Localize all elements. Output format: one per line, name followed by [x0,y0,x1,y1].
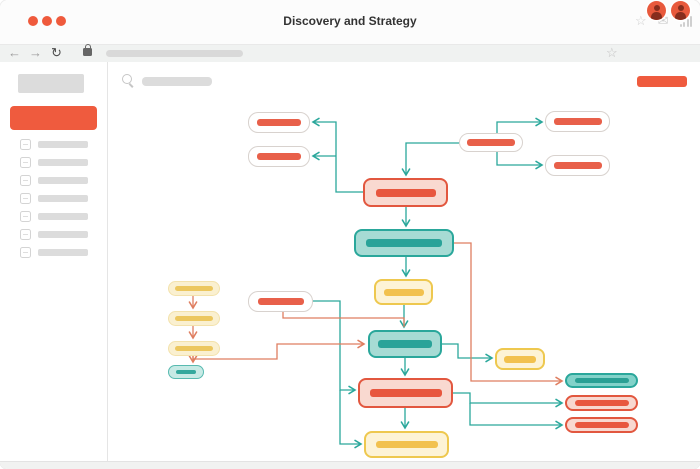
search-icon [20,228,31,240]
node-label-placeholder [257,153,301,160]
browser-navbar: ← → ↻ ☆ [0,44,700,63]
sidebar-item-label-placeholder [38,248,88,256]
sidebar [0,62,108,462]
flow-node-right-red-bar-1[interactable] [565,395,638,411]
flow-node-top-left-1[interactable] [248,112,310,133]
sidebar-item-label-placeholder [38,194,88,202]
bottom-strip [0,461,700,469]
node-label-placeholder [504,355,536,363]
bookmark-star-icon[interactable]: ☆ [606,45,618,60]
document-icon [20,138,31,150]
flow-node-top-right-2[interactable] [545,155,610,176]
flow-node-central-teal[interactable] [354,229,454,257]
app-topbar [108,62,700,103]
node-label-placeholder [553,162,602,169]
topbar-action-button[interactable] [637,76,687,87]
sidebar-logo-placeholder [18,74,84,93]
node-label-placeholder [383,288,424,296]
star-icon[interactable]: ☆ [634,13,647,28]
flow-node-central-yellow[interactable] [374,279,433,305]
sidebar-item-label-placeholder [38,212,88,220]
window-controls [28,16,66,26]
user-avatar-2[interactable] [671,1,690,20]
sidebar-item[interactable] [0,243,107,261]
node-label-placeholder [378,340,432,348]
sidebar-item-label-placeholder [38,176,88,184]
flow-node-right-yellow[interactable] [495,348,545,370]
flow-node-right-teal-bar[interactable] [565,373,638,388]
url-input[interactable] [106,50,243,57]
window-control-dot[interactable] [28,16,38,26]
node-label-placeholder [369,389,442,397]
thumbs-up-icon [20,192,31,204]
back-icon[interactable]: ← [8,45,21,60]
flow-node-central-red[interactable] [363,178,448,207]
sidebar-item[interactable] [0,207,107,225]
search-input[interactable] [142,77,212,86]
sidebar-item[interactable] [0,225,107,243]
flow-node-left-yellow-3[interactable] [168,341,220,356]
node-label-placeholder [366,239,442,247]
sidebar-item-label-placeholder [38,140,88,148]
page-title: Discovery and Strategy [283,14,417,28]
sidebar-menu [0,135,107,261]
flow-node-left-yellow-1[interactable] [168,281,220,296]
flow-node-mid-white[interactable] [248,291,313,312]
search-icon [122,74,132,84]
node-label-placeholder [574,422,629,428]
browser-titlebar: Discovery and Strategy ☆ ✉ [0,0,700,45]
node-label-placeholder [467,139,515,146]
flow-node-top-left-2[interactable] [248,146,310,167]
lock-icon [83,44,92,56]
clock-icon [20,156,31,168]
flow-node-lower-red[interactable] [358,378,453,408]
chat-icon [20,210,31,222]
settings-icon [20,246,31,258]
flow-node-left-teal-small[interactable] [168,365,204,379]
flow-node-right-red-bar-2[interactable] [565,417,638,433]
window-control-dot[interactable] [56,16,66,26]
image-icon [20,174,31,186]
node-label-placeholder [553,118,602,125]
message-icon[interactable]: ✉ [657,13,669,28]
node-label-placeholder [175,316,213,321]
sidebar-item[interactable] [0,189,107,207]
node-label-placeholder [375,188,436,197]
sidebar-item[interactable] [0,135,107,153]
node-label-placeholder [257,119,301,126]
sidebar-item[interactable] [0,171,107,189]
reload-icon[interactable]: ↻ [51,45,62,60]
flow-node-lower-teal[interactable] [368,330,442,358]
sidebar-item-label-placeholder [38,158,88,166]
window-control-dot[interactable] [42,16,52,26]
signal-icon [679,15,692,27]
node-label-placeholder [257,298,304,305]
primary-action-button[interactable] [10,106,97,130]
flow-node-bottom-yellow[interactable] [364,431,449,458]
node-label-placeholder [175,346,213,351]
node-label-placeholder [574,378,629,383]
flow-node-left-yellow-2[interactable] [168,311,220,326]
forward-icon[interactable]: → [29,45,42,60]
node-label-placeholder [175,286,213,291]
node-label-placeholder [176,370,196,374]
flow-node-top-right-1[interactable] [545,111,610,132]
titlebar-icons: ☆ ✉ [635,13,692,29]
node-label-placeholder [375,441,438,448]
user-avatar-1[interactable] [647,1,666,20]
node-label-placeholder [574,400,629,406]
flow-node-top-right-mid[interactable] [459,133,523,152]
sidebar-item[interactable] [0,153,107,171]
sidebar-item-label-placeholder [38,230,88,238]
